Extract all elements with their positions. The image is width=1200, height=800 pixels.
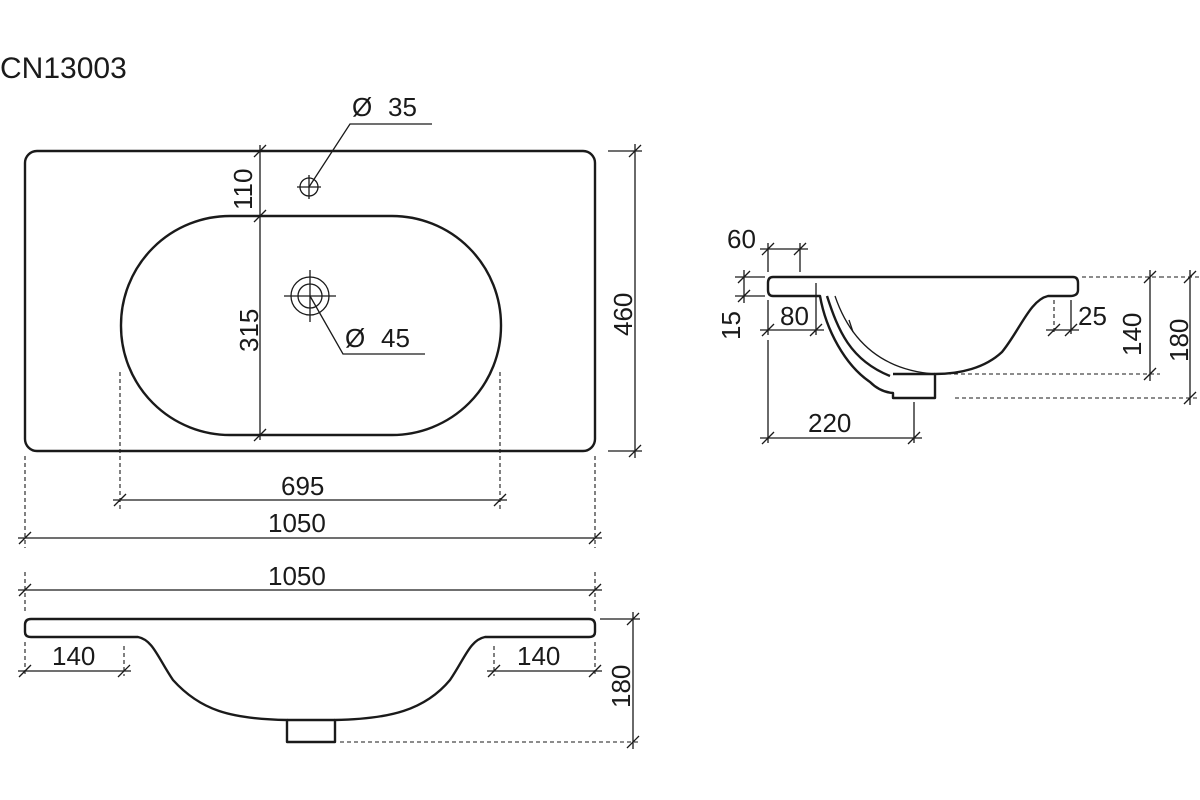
drain-hole-label: Ø 45 [345, 323, 410, 353]
dim-top-overall-width: 1050 [268, 508, 326, 538]
svg-text:45: 45 [381, 323, 410, 353]
svg-text:Ø: Ø [345, 323, 365, 353]
top-view: Ø 35 Ø 45 110 315 695 1050 [18, 92, 642, 548]
dim-front-height: 180 [606, 665, 636, 708]
dim-hole-offset: 110 [228, 169, 258, 210]
svg-text:35: 35 [388, 92, 417, 122]
dim-bowl-width: 695 [281, 471, 324, 501]
tap-hole-label: Ø 35 [352, 92, 417, 122]
dim-front-overall-width: 1050 [268, 561, 326, 591]
front-view-outline [23, 617, 597, 744]
model-title: CN13003 [0, 52, 127, 85]
basin-bowl-outline [119, 214, 503, 437]
tap-hole-leader [308, 123, 432, 188]
dim-side-inner-offset: 80 [780, 301, 809, 331]
dim-top-overall-depth: 460 [608, 293, 638, 336]
dim-side-lip-width: 60 [727, 224, 756, 254]
svg-text:Ø: Ø [352, 92, 372, 122]
dim-front-left-rim: 140 [52, 641, 95, 671]
side-view: 60 15 80 25 220 140 [716, 224, 1200, 445]
drain-hole-leader [309, 295, 425, 355]
dim-side-total-height: 180 [1164, 319, 1194, 362]
dim-side-drain-offset: 220 [808, 408, 851, 438]
side-view-bowl-curve [834, 295, 936, 375]
front-view: 1050 140 140 180 [18, 561, 640, 749]
dim-front-right-rim: 140 [517, 641, 560, 671]
dim-side-rim-thickness: 15 [716, 311, 746, 340]
dim-side-right-offset: 25 [1078, 301, 1107, 331]
dim-bowl-depth: 315 [234, 309, 264, 352]
side-view-outline [766, 275, 1080, 400]
dim-side-bowl-height: 140 [1117, 313, 1147, 356]
